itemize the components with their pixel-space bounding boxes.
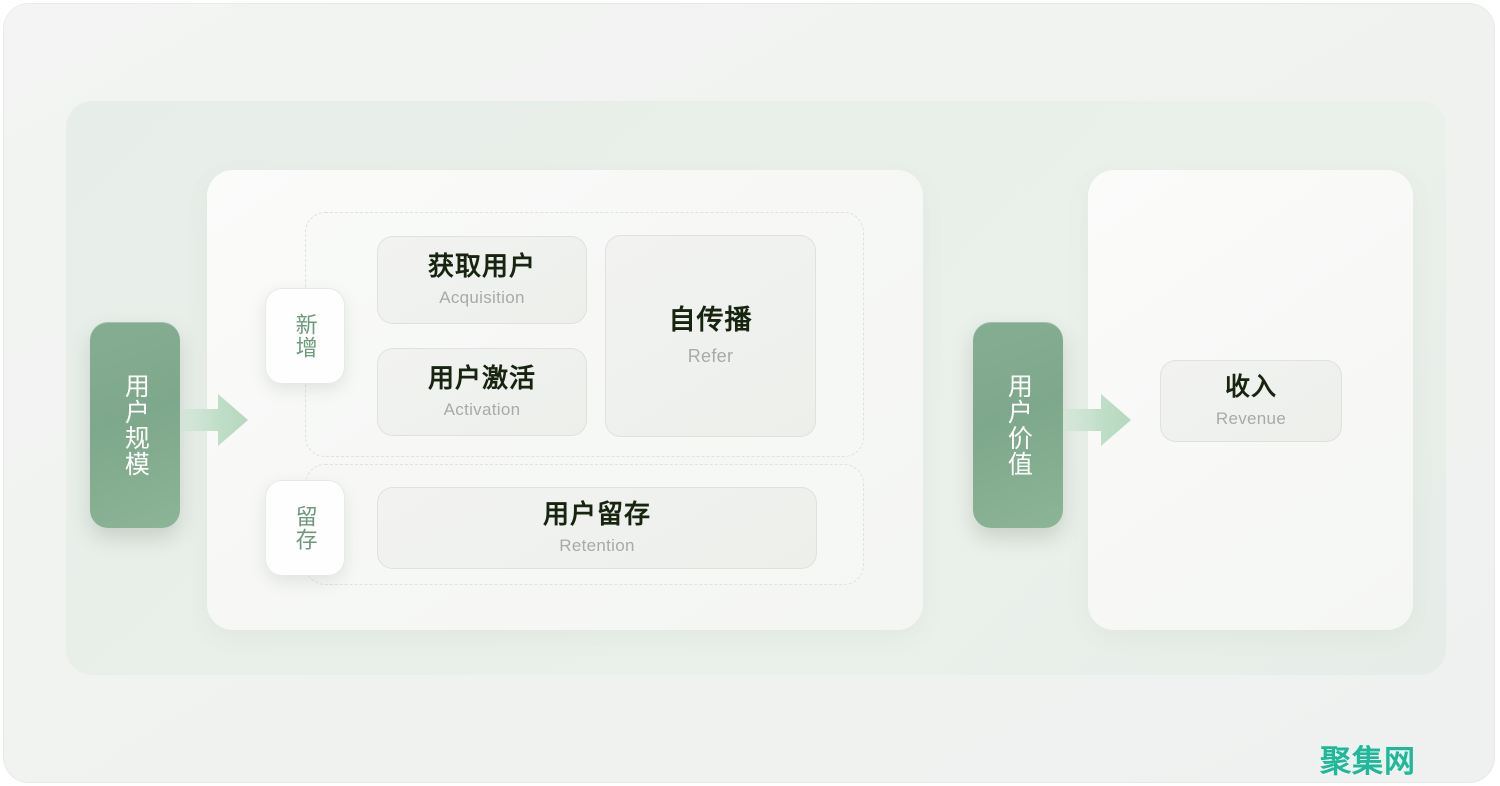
metric-card-acquisition[interactable]: 获取用户 Acquisition: [377, 236, 587, 324]
metric-subtitle: Activation: [443, 400, 521, 420]
arrow-right-icon: [180, 392, 248, 448]
metric-title: 获取用户: [427, 250, 536, 281]
metric-card-revenue[interactable]: 收入 Revenue: [1160, 360, 1342, 442]
metric-card-retention[interactable]: 用户留存 Retention: [377, 487, 817, 569]
site-watermark: 聚集网: [1320, 744, 1416, 779]
arrow-right-icon: [1063, 392, 1131, 448]
metric-subtitle: Acquisition: [439, 288, 525, 308]
stage-pill-user-value[interactable]: 用户价值: [973, 322, 1063, 528]
metric-title: 用户激活: [427, 362, 536, 393]
metric-subtitle: Revenue: [1215, 408, 1287, 428]
metric-card-activation[interactable]: 用户激活 Activation: [377, 348, 587, 436]
metric-card-refer[interactable]: 自传播 Refer: [605, 235, 816, 437]
metric-title: 自传播: [668, 304, 753, 335]
stage-pill-retention[interactable]: 留存: [265, 480, 345, 576]
metric-subtitle: Refer: [687, 346, 734, 367]
metric-title: 用户留存: [542, 498, 651, 529]
stage-pill-new-users[interactable]: 新增: [265, 288, 345, 384]
metric-subtitle: Retention: [559, 536, 635, 556]
stage-pill-user-scale[interactable]: 用户规模: [90, 322, 180, 528]
metric-title: 收入: [1224, 373, 1277, 402]
